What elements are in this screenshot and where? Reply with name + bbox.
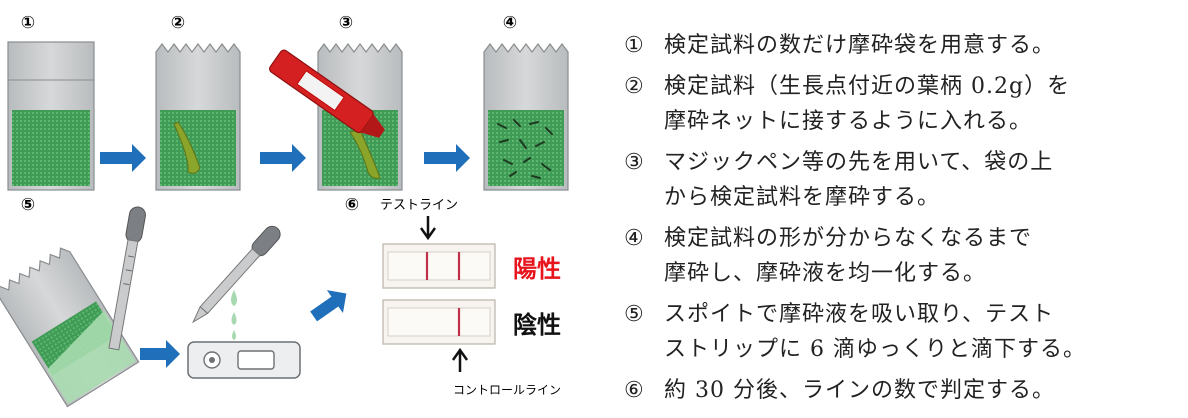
marker-pen-icon [269, 49, 385, 138]
test-line-arrow-icon [419, 216, 437, 241]
step-6-text: 約 30 分後、ラインの数で判定する。 [664, 378, 1055, 403]
marker-6: ⑥ [345, 195, 359, 215]
test-line-label: テストライン [380, 198, 458, 213]
bag-step1 [7, 41, 95, 191]
bag-step2 [155, 43, 241, 191]
positive-strip [382, 243, 496, 289]
step-3-number: ③ [624, 150, 645, 175]
step-1-text: 検定試料の数だけ摩砕袋を用意する。 [664, 33, 1056, 58]
procedure-steps: ① 検定試料の数だけ摩砕袋を用意する。 ② 検定試料（生長点付近の葉柄 0.2g… [624, 28, 1188, 414]
step-3: ③ マジックペン等の先を用いて、袋の上 から検定試料を摩砕する。 [624, 145, 1188, 215]
arrow-2-icon [260, 144, 306, 172]
step-4-number: ④ [624, 226, 645, 251]
arrow-6-icon [310, 290, 347, 322]
marker-4: ④ [503, 13, 517, 33]
step-4-text-line1: 検定試料の形が分からなくなるまで [664, 226, 1033, 251]
pipette-1-icon [108, 206, 146, 351]
marker-1: ① [21, 13, 35, 33]
step-2-text-line1: 検定試料（生長点付近の葉柄 0.2g）を [664, 74, 1071, 99]
step-2-number: ② [624, 74, 645, 99]
step-3-text-line2: から検定試料を摩砕する。 [664, 185, 941, 210]
step-1: ① 検定試料の数だけ摩砕袋を用意する。 [624, 28, 1188, 63]
leaf-icon [173, 121, 201, 174]
bag-step4 [483, 43, 569, 191]
drops-icon [231, 290, 237, 340]
step-2: ② 検定試料（生長点付近の葉柄 0.2g）を 摩砕ネットに接するように入れる。 [624, 69, 1188, 139]
marker-3: ③ [339, 13, 353, 33]
step-6: ⑥ 約 30 分後、ラインの数で判定する。 [624, 373, 1188, 408]
step-6-number: ⑥ [624, 378, 645, 403]
marker-5: ⑤ [21, 195, 35, 215]
positive-label: 陽性 [513, 255, 561, 283]
step-4: ④ 検定試料の形が分からなくなるまで 摩砕し、摩砕液を均一化する。 [624, 221, 1188, 291]
arrow-5-icon [140, 340, 180, 368]
pipette-2-icon [192, 225, 281, 324]
step-5: ⑤ スポイトで摩砕液を吸い取り、テスト ストリップに 6 滴ゆっくりと滴下する。 [624, 297, 1188, 367]
test-cassette [187, 341, 301, 379]
arrow-1-icon [100, 144, 146, 172]
negative-strip [382, 299, 496, 345]
marker-2: ② [171, 13, 185, 33]
step-5-text-line2: ストリップに 6 滴ゆっくりと滴下する。 [664, 337, 1086, 362]
step-5-number: ⑤ [624, 302, 645, 327]
arrow-3-icon [424, 144, 470, 172]
step-2-text-line2: 摩砕ネットに接するように入れる。 [664, 109, 1033, 134]
control-line-label: コントロールライン [453, 383, 561, 397]
step-4-text-line2: 摩砕し、摩砕液を均一化する。 [664, 261, 987, 286]
negative-label: 陰性 [513, 311, 561, 339]
control-line-arrow-icon [451, 347, 469, 372]
bag-step3 [269, 43, 403, 191]
procedure-diagram: ① ② ③ ④ ⑤ ⑥ [0, 13, 569, 408]
step-3-text-line1: マジックペン等の先を用いて、袋の上 [664, 150, 1054, 175]
step-5-text-line1: スポイトで摩砕液を吸い取り、テスト [664, 302, 1055, 327]
step-1-number: ① [624, 33, 645, 58]
